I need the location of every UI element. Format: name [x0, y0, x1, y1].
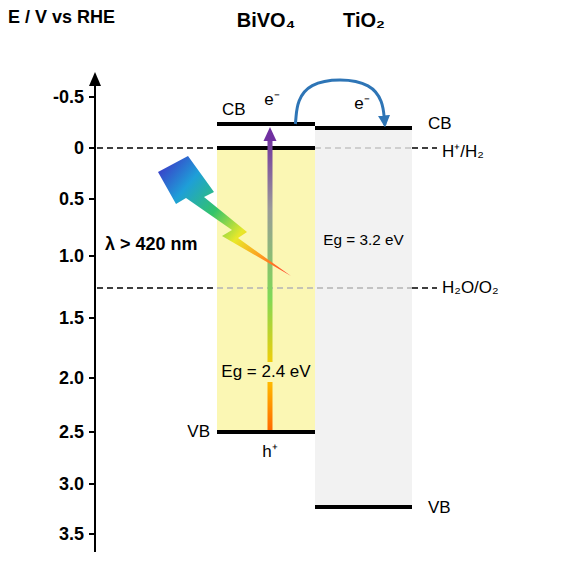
redox-level-lines — [97, 148, 437, 288]
band-label: VB — [187, 422, 210, 442]
redox-label: H⁺/H₂ — [442, 142, 484, 162]
light-bolt — [158, 156, 291, 276]
redox-label: H₂O/O₂ — [442, 278, 499, 298]
tick-label: 1.5 — [59, 308, 84, 329]
tick-label: 2.5 — [59, 422, 84, 443]
band-box: Eg = 3.2 eV — [315, 128, 412, 507]
tick-label: 0 — [74, 138, 84, 159]
energy-axis — [89, 72, 101, 552]
electron-transfer-arrow — [295, 80, 384, 125]
material-heading: TiO₂ — [343, 9, 385, 32]
tick-label: 3.0 — [59, 474, 84, 495]
band-label: CB — [428, 114, 452, 134]
band-gap-label: Eg = 2.4 eV — [219, 362, 312, 382]
tick-label: 1.0 — [59, 246, 84, 267]
band-box: Eg = 2.4 eV — [217, 124, 315, 432]
band-edge-lines — [217, 124, 412, 507]
tick-label: 0.5 — [59, 189, 84, 210]
tick-label: -0.5 — [53, 87, 84, 108]
bivo4-band-fill — [217, 148, 315, 432]
carrier-label: h⁺ — [262, 442, 277, 462]
tio2-band-fill — [315, 128, 412, 507]
carrier-label: e⁻ — [264, 90, 279, 110]
band-label: CB — [222, 100, 246, 120]
material-heading: BiVO₄ — [237, 9, 295, 32]
excitation-arrow — [264, 127, 277, 430]
axis-title: E / V vs RHE — [8, 7, 115, 28]
band-label: VB — [428, 498, 451, 518]
carrier-label: e⁻ — [354, 94, 369, 114]
tick-label: 2.0 — [59, 368, 84, 389]
tick-label: 3.5 — [59, 524, 84, 545]
band-gap-label: Eg = 3.2 eV — [321, 231, 405, 249]
wavelength-label: λ > 420 nm — [105, 234, 198, 255]
